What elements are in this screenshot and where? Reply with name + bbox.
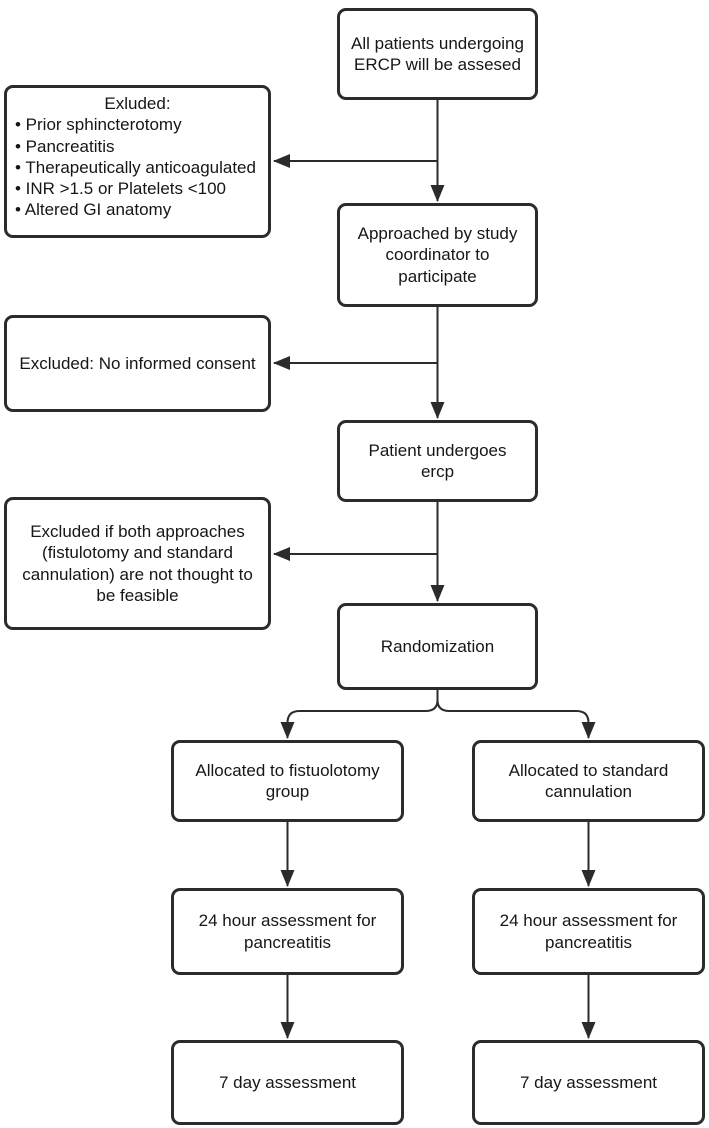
arrow-randomization-to-fistulotomy: [280, 699, 439, 739]
arrow-randomization-to-standard: [436, 699, 596, 739]
node-patient-undergoes-ercp: Patient undergoes ercp: [337, 420, 538, 502]
node-excluded-not-feasible: Excluded if both approaches (fistulotomy…: [4, 497, 271, 630]
node-allocated-standard-cannulation: Allocated to standard cannulation: [472, 740, 705, 822]
excluded-criteria-item: • INR >1.5 or Platelets <100: [15, 179, 227, 198]
node-excluded-criteria: Exluded: • Prior sphincterotomy • Pancre…: [4, 85, 271, 238]
node-7day-assessment-standard: 7 day assessment: [472, 1040, 705, 1125]
node-7day-assessment-fistulotomy: 7 day assessment: [171, 1040, 404, 1125]
node-randomization: Randomization: [337, 603, 538, 690]
node-24h-assessment-standard: 24 hour assessment for pancreatitis: [472, 888, 705, 975]
excluded-criteria-item: • Altered GI anatomy: [15, 200, 172, 220]
excluded-criteria-item: • Therapeutically anticoagulated: [15, 157, 256, 177]
excluded-criteria-item: • Prior sphincterotomy: [15, 115, 182, 135]
node-allocated-fistulotomy-group: Allocated to fistuolotomy group: [171, 740, 404, 822]
excluded-criteria-item: • Pancreatitis: [15, 136, 115, 156]
node-all-patients-assessed: All patients undergoing ERCP will be ass…: [337, 8, 538, 100]
node-24h-assessment-fistulotomy: 24 hour assessment for pancreatitis: [171, 888, 404, 975]
excluded-criteria-title: Exluded:: [104, 94, 171, 113]
node-approached-by-coordinator: Approached by study coordinator to parti…: [337, 203, 538, 307]
node-excluded-no-consent: Excluded: No informed consent: [4, 315, 271, 412]
